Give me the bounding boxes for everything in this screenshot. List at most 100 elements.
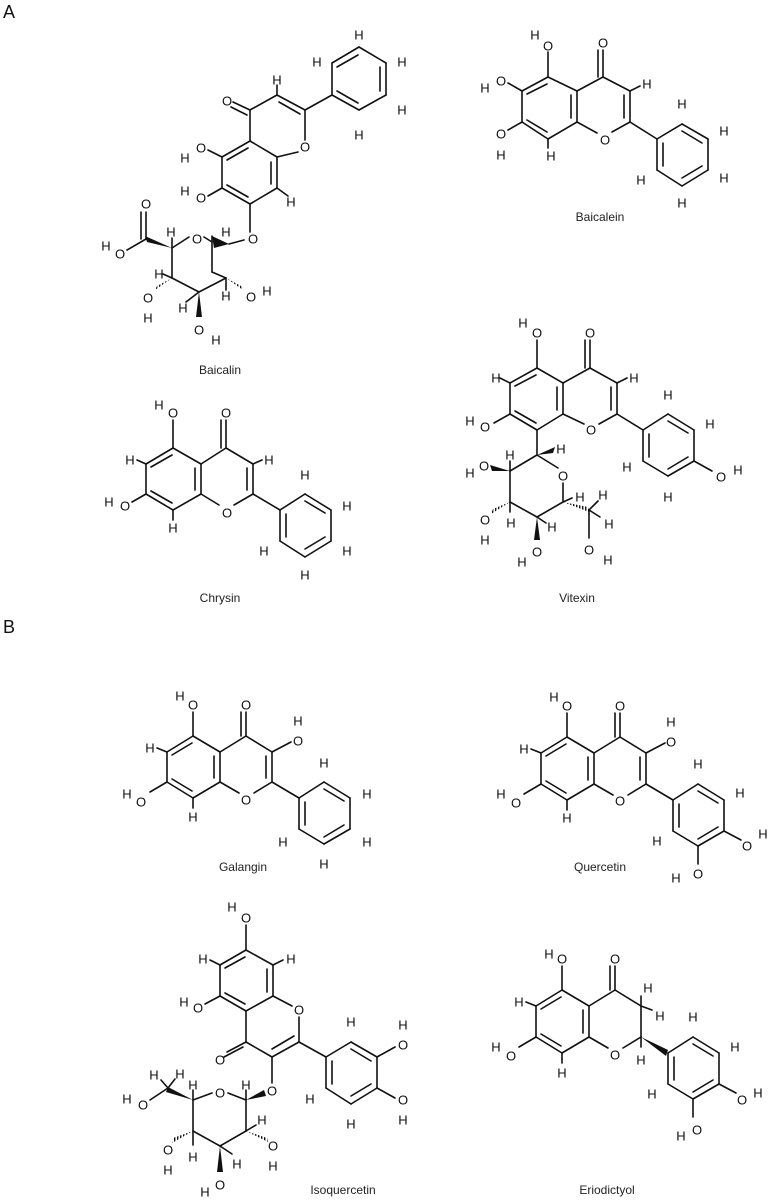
svg-text:H: H [221,225,230,240]
svg-text:O: O [215,1053,225,1068]
svg-text:H: H [293,714,302,729]
svg-text:H: H [719,171,728,186]
svg-text:O: O [138,1098,148,1113]
svg-text:H: H [257,1113,266,1128]
svg-text:H: H [663,490,672,505]
svg-text:H: H [398,1113,407,1128]
svg-text:H: H [758,827,767,842]
svg-text:O: O [737,1093,747,1108]
svg-text:O: O [615,699,625,714]
svg-text:H: H [730,1040,739,1055]
svg-text:H: H [268,1159,277,1174]
svg-text:H: H [175,1067,184,1082]
svg-text:O: O [294,1003,304,1018]
svg-text:H: H [693,757,702,772]
svg-text:O: O [496,74,506,89]
svg-text:H: H [562,811,571,826]
svg-text:H: H [154,267,163,282]
svg-text:O: O [221,406,231,421]
svg-text:O: O [141,197,151,212]
svg-text:H: H [101,239,110,254]
structure-chrysin: O H O OH H OH H H H H H H [104,398,351,583]
svg-text:O: O [692,1123,702,1138]
svg-text:H: H [259,544,268,559]
svg-text:O: O [215,1178,225,1193]
svg-text:H: H [642,77,651,92]
caption-baicalein: Baicalein [575,210,625,224]
svg-text:H: H [168,521,177,536]
svg-text:H: H [514,995,523,1010]
svg-text:O: O [194,323,204,338]
svg-text:H: H [465,414,474,429]
svg-text:O: O [584,543,594,558]
svg-text:H: H [262,284,271,299]
svg-text:H: H [342,499,351,514]
svg-text:H: H [319,857,328,872]
svg-text:O: O [222,94,232,109]
caption-galangin: Galangin [218,860,268,874]
svg-text:O: O [511,796,521,811]
svg-text:O: O [192,232,202,247]
svg-text:H: H [188,810,197,825]
svg-text:O: O [267,1084,277,1099]
svg-text:H: H [346,1117,355,1132]
svg-text:H: H [666,715,675,730]
svg-text:O: O [168,406,178,421]
svg-text:O: O [163,1143,173,1158]
svg-text:O: O [479,459,489,474]
svg-text:H: H [688,1010,697,1025]
caption-vitexin: Vitexin [559,591,595,605]
svg-text:H: H [480,81,489,96]
svg-text:H: H [677,196,686,211]
svg-text:H: H [647,1087,656,1102]
svg-text:O: O [496,127,506,142]
svg-text:H: H [629,371,638,386]
svg-text:O: O [398,1038,408,1053]
svg-text:O: O [532,545,542,560]
svg-text:H: H [397,55,406,70]
svg-text:O: O [188,698,198,713]
svg-text:H: H [264,453,273,468]
svg-text:H: H [125,453,134,468]
svg-text:O: O [600,133,610,148]
svg-text:H: H [342,544,351,559]
svg-text:H: H [544,947,553,962]
svg-text:H: H [188,1150,197,1165]
structure-quercetin: O OH O OH H OH H H H OH OH H [496,690,767,886]
svg-text:O: O [241,911,251,926]
svg-text:H: H [312,55,321,70]
svg-text:O: O [196,191,206,206]
svg-text:H: H [286,952,295,967]
svg-text:H: H [622,460,631,475]
svg-text:H: H [179,995,188,1010]
svg-text:O: O [480,513,490,528]
svg-text:H: H [496,148,505,163]
svg-text:H: H [122,787,131,802]
svg-text:H: H [547,520,556,535]
structure-galangin: O OH O OH H OH H H H H H H [122,689,371,872]
svg-text:H: H [530,28,539,43]
svg-text:H: H [398,1018,407,1033]
svg-text:O: O [506,1049,516,1064]
structure-baicalein: O H O OH OH OH H H H H H H [480,28,728,211]
svg-text:H: H [719,124,728,139]
svg-text:H: H [505,448,514,463]
svg-text:H: H [496,787,505,802]
svg-text:H: H [636,1053,645,1068]
caption-chrysin: Chrysin [199,591,241,605]
caption-baicalin: Baicalin [198,363,242,377]
svg-text:H: H [604,517,613,532]
svg-text:O: O [293,734,303,749]
svg-text:H: H [300,468,309,483]
svg-text:H: H [598,488,607,503]
svg-text:H: H [198,952,207,967]
svg-text:H: H [491,371,500,386]
svg-text:H: H [671,871,680,886]
svg-text:H: H [305,1092,314,1107]
caption-quercetin: Quercetin [573,860,627,874]
svg-text:H: H [652,834,661,849]
svg-text:H: H [643,981,652,996]
svg-text:H: H [227,900,236,915]
